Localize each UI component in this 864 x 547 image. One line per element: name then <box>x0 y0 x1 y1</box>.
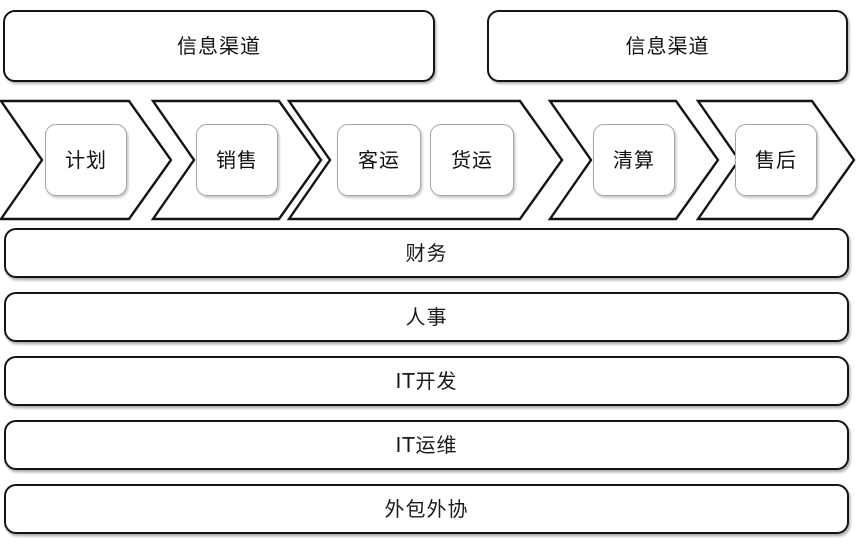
stage-box-label: 客运 <box>358 148 400 172</box>
stage-box-label: 清算 <box>613 148 655 172</box>
channel-box-1-label: 信息渠道 <box>177 34 261 58</box>
support-bar-hr[interactable]: 人事 <box>4 292 849 342</box>
stage-box-transport-stage-0[interactable]: 客运 <box>337 124 421 196</box>
chevron-inner-boxes: 计划 <box>45 98 127 222</box>
support-bar-it-ops-label: IT运维 <box>395 433 458 457</box>
chevron-inner-boxes: 客运 货运 <box>337 98 514 222</box>
support-bar-it-dev-label: IT开发 <box>395 369 458 393</box>
chevron-inner-boxes: 清算 <box>593 98 675 222</box>
stage-box-label: 计划 <box>65 148 107 172</box>
chevron-sales-stage[interactable]: 销售 <box>150 98 323 222</box>
support-bar-finance-label: 财务 <box>405 241 448 265</box>
chevron-transport-stage[interactable]: 客运 货运 <box>286 98 564 222</box>
chevron-aftersales-stage[interactable]: 售后 <box>695 98 856 222</box>
channel-box-1[interactable]: 信息渠道 <box>3 10 435 82</box>
chevron-settlement-stage[interactable]: 清算 <box>547 98 720 222</box>
stage-box-label: 货运 <box>451 148 493 172</box>
stage-box-plan-stage-0[interactable]: 计划 <box>45 124 127 196</box>
stage-box-settlement-stage-0[interactable]: 清算 <box>593 124 675 196</box>
stage-box-label: 销售 <box>216 148 258 172</box>
stage-box-label: 售后 <box>755 148 797 172</box>
chevron-inner-boxes: 销售 <box>196 98 278 222</box>
channel-box-2[interactable]: 信息渠道 <box>487 10 848 82</box>
chevron-inner-boxes: 售后 <box>735 98 817 222</box>
stage-box-aftersales-stage-0[interactable]: 售后 <box>735 124 817 196</box>
support-bar-outsourcing[interactable]: 外包外协 <box>4 484 849 534</box>
support-bar-hr-label: 人事 <box>405 305 448 329</box>
support-bar-outsourcing-label: 外包外协 <box>384 497 469 521</box>
chevron-plan-stage[interactable]: 计划 <box>0 98 173 222</box>
support-bar-it-dev[interactable]: IT开发 <box>4 356 849 406</box>
channel-box-2-label: 信息渠道 <box>625 34 710 58</box>
chevron-band: 计划 销售 客运 货运 清算 售后 <box>0 98 864 222</box>
support-bar-it-ops[interactable]: IT运维 <box>4 420 849 470</box>
support-bar-finance[interactable]: 财务 <box>4 228 849 278</box>
stage-box-sales-stage-0[interactable]: 销售 <box>196 124 278 196</box>
stage-box-transport-stage-1[interactable]: 货运 <box>430 124 514 196</box>
